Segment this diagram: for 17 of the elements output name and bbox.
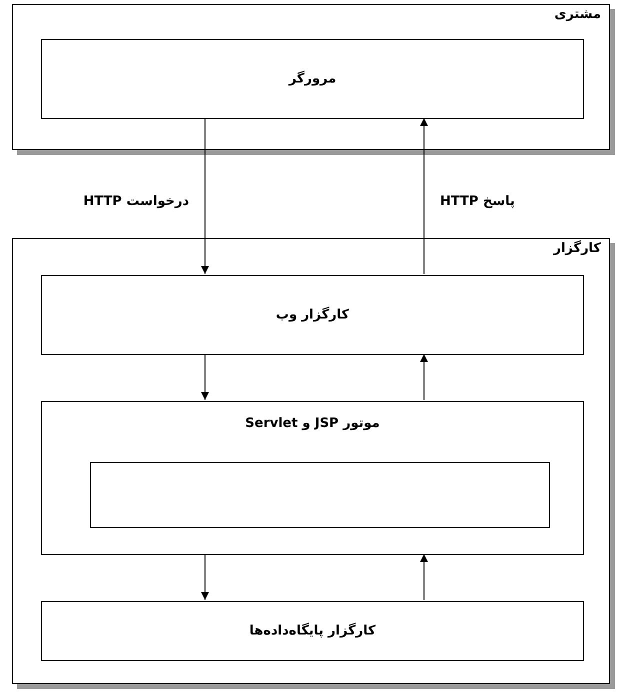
arrow [420,554,428,600]
box-label: کارگزار پایگاه‌داده‌ها [248,622,377,640]
process-box [41,39,584,119]
group-title: کارگزار [553,239,601,258]
process-box [41,601,584,661]
process-box [41,401,584,555]
process-box [41,275,584,355]
box-label: مرورگر [287,70,338,88]
arrow [420,118,428,274]
empty-box [90,462,550,528]
arrow [201,354,209,400]
box-label: کارگزار وب [274,306,350,324]
arrow [420,354,428,400]
arrow [201,554,209,600]
arrow [201,118,209,274]
box-label: موتور JSP و Servlet [244,415,381,433]
group-title: مشتری [554,6,601,24]
